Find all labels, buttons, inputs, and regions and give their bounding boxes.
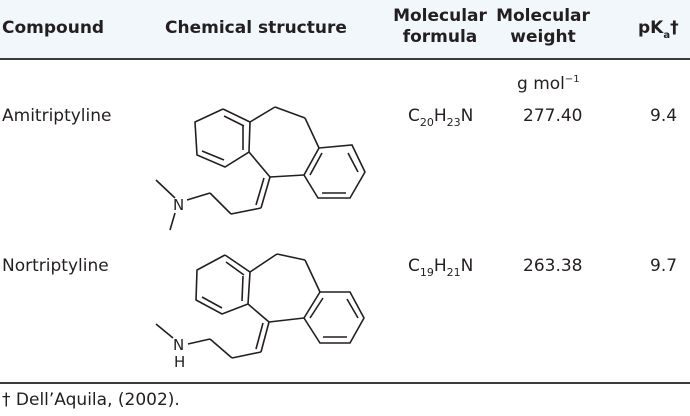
unit-text: g mol [517, 74, 565, 94]
molecular-weight: 263.38 [523, 256, 583, 276]
formula-h: H [433, 106, 447, 126]
pka-value: 9.4 [650, 106, 678, 126]
formula-c: C [408, 106, 420, 126]
header-chemical-structure: Chemical structure [165, 18, 347, 38]
formula-n: N [460, 256, 474, 276]
header-formula-line2: formula [402, 27, 478, 47]
header-pka: pKa† [638, 18, 679, 46]
table-bottom-rule [0, 382, 690, 384]
svg-text:N: N [173, 196, 184, 214]
compound-name: Nortriptyline [2, 256, 109, 276]
svg-text:N: N [173, 336, 184, 354]
molecular-formula: C19H21N [408, 256, 473, 283]
formula-c-count: 19 [419, 266, 434, 279]
table-header [0, 0, 690, 58]
formula-h-count: 23 [446, 116, 461, 129]
header-rule [0, 58, 690, 60]
header-molecular-weight: Molecular weight [492, 6, 594, 48]
pka-label: pK [638, 18, 664, 38]
footnote: † Dell’Aquila, (2002). [2, 390, 180, 410]
formula-c: C [408, 256, 420, 276]
header-molecular-formula: Molecular formula [390, 6, 490, 48]
molecular-formula: C20H23N [408, 106, 473, 133]
svg-text:H: H [174, 353, 185, 371]
formula-n: N [460, 106, 474, 126]
compound-name: Amitriptyline [2, 106, 112, 126]
unit-superscript: −1 [564, 74, 580, 85]
amitriptyline-structure-icon: N [140, 60, 380, 240]
dagger-mark: † [670, 18, 679, 38]
formula-c-count: 20 [419, 116, 434, 129]
header-weight-line1: Molecular [496, 6, 590, 26]
molecular-weight: 277.40 [523, 106, 583, 126]
pka-subscript: a [663, 30, 671, 41]
header-compound: Compound [2, 18, 105, 38]
formula-h: H [433, 256, 447, 276]
header-weight-line2: weight [510, 27, 576, 47]
nortriptyline-structure-icon: N H [140, 230, 380, 380]
weight-unit: g mol−1 [517, 70, 580, 94]
header-formula-line1: Molecular [393, 6, 487, 26]
pka-value: 9.7 [650, 256, 678, 276]
formula-h-count: 21 [446, 266, 461, 279]
